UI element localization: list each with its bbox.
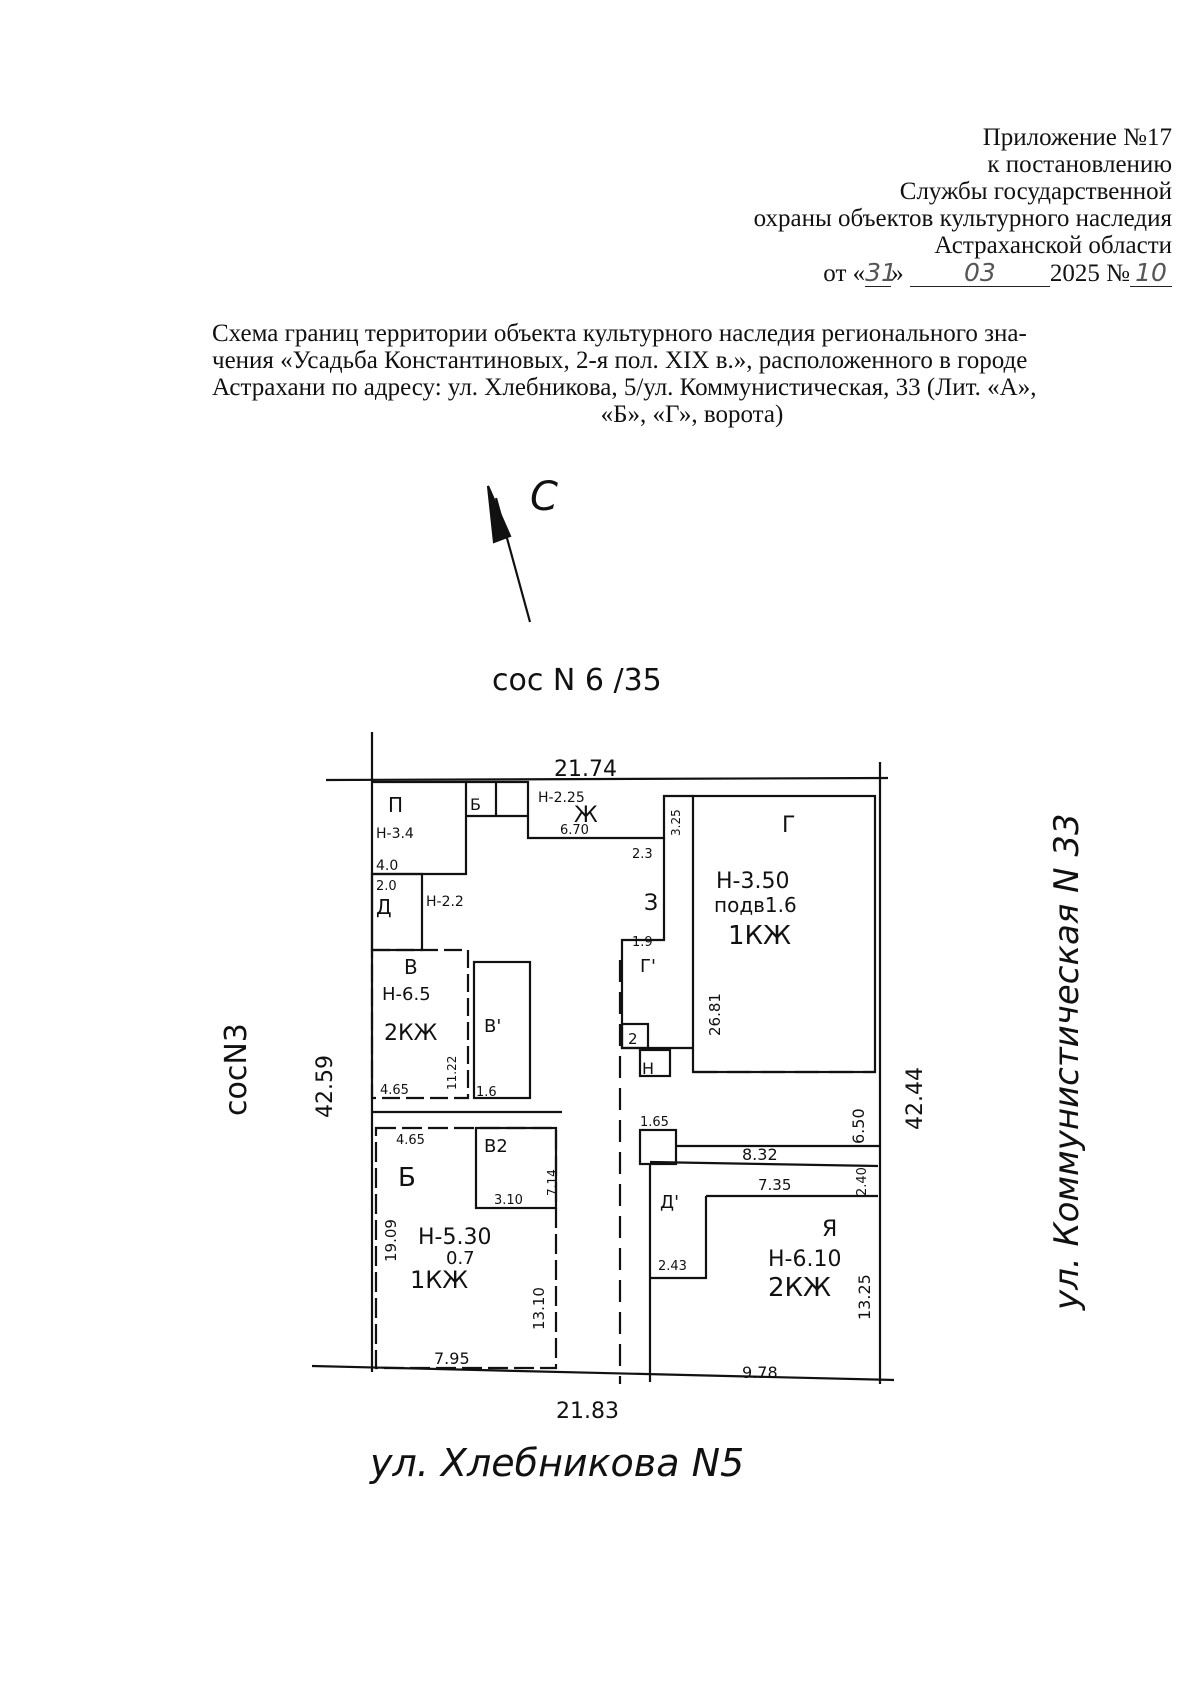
bld-ya-height: Н-6.10 [768,1247,841,1272]
building-b [374,1126,558,1370]
boundary-bottom [311,1364,895,1382]
dim-13-10: 13.10 [530,1287,548,1330]
bld-zh-letter: Ж [574,803,598,828]
document-number: 10 [1130,259,1172,287]
date-mid: » [891,260,904,287]
dim-1-6: 1.6 [476,1085,497,1100]
dim-13-25: 13.25 [855,1274,874,1320]
bld-v-letter: В [404,955,418,979]
dim-4-65b: 4.65 [380,1083,409,1098]
dim-9-78: 9.78 [742,1363,778,1382]
bld-b-height: Н-5.30 [418,1225,491,1250]
dim-2-40: 2.40 [855,1167,870,1196]
dim-6-50: 6.50 [849,1108,868,1144]
bld-b-sub: 0.7 [446,1248,475,1269]
bld-v1-letter: В' [484,1016,501,1037]
bld-ya-letter: Я [822,1217,837,1242]
bld-g-basement: подв1.6 [714,893,797,917]
building-ya-top-outer [649,1160,879,1168]
appendix-number: Приложение №17 [982,124,1172,151]
dim-7-95: 7.95 [434,1349,470,1368]
dim-right: 42.44 [903,1067,928,1130]
dim-2-43: 2.43 [658,1259,687,1274]
dim-left: 42.59 [313,1055,338,1118]
dim-2-0: 2.0 [376,879,397,894]
neighbor-top: соc N 6 /35 [492,663,662,698]
north-arrow-head [486,485,512,544]
building-dp [650,1196,708,1280]
appendix-header: Приложение №17 к постановлению Службы го… [754,124,1172,287]
bld-dp-letter: Д' [660,1192,679,1213]
document-title: Схема границ территории объекта культурн… [212,320,1172,428]
bld-small-2: 2 [628,1030,638,1048]
bld-v-type: 2КЖ [384,1021,438,1046]
building-v [370,948,470,1100]
bld-d-letter: Д [376,895,392,919]
dim-26-81: 26.81 [706,993,724,1036]
appendix-service: Службы государственной [899,178,1172,205]
bld-v2-letter: В2 [484,1136,508,1157]
title-line-4: «Б», «Г», ворота) [600,401,784,428]
building-small-d [638,1128,678,1166]
title-line-1: Схема границ территории объекта культурн… [212,320,1027,347]
date-prefix: от « [823,260,866,287]
dim-3-10: 3.10 [494,1193,523,1208]
building-n [638,1048,672,1078]
title-line-3: Астрахани по адресу: ул. Хлебникова, 5/у… [212,374,1037,401]
appendix-region: Астраханской области [934,232,1172,259]
dim-19-09: 19.09 [382,1219,400,1262]
dim-2-3: 2.3 [632,847,653,862]
boundary-top [325,776,889,782]
building-v1 [472,960,532,1100]
neighbor-left: соcN3 [219,1023,254,1116]
bld-p-height: Н-3.4 [376,826,414,842]
date-year: 2025 № [1049,260,1130,287]
dim-top: 21.74 [554,757,617,782]
dim-8-32: 8.32 [742,1145,778,1164]
date-month: 03 [909,259,1050,287]
street-bottom: ул. Хлебникова N5 [369,1441,744,1485]
dim-7-14: 7.14 [545,1169,559,1196]
dim-11-22: 11.22 [445,1056,459,1090]
bld-g-type: 1КЖ [728,921,791,951]
dim-3-25: 3.25 [669,809,683,836]
bld-b-type: 1КЖ [410,1266,468,1294]
appendix-protection: охраны объектов культурного наследия [753,205,1172,232]
title-line-2: чения «Усадьба Константиновых, 2-я пол. … [212,347,1028,374]
bld-zh-height: Н-2.25 [538,790,585,806]
building-v2 [474,1126,558,1210]
bld-v-height: Н-6.5 [382,984,431,1005]
north-label: С [530,474,558,520]
dim-7-35: 7.35 [758,1176,791,1194]
building-zh [466,780,693,840]
dim-1-65: 1.65 [640,1115,669,1130]
dim-6-70: 6.70 [560,823,589,838]
bld-g-letter: Г [782,813,795,838]
bld-d-height: Н-2.2 [426,894,464,910]
dim-4-65a: 4.65 [396,1133,425,1148]
street-right: ул. Коммунистическая N 33 [1047,813,1087,1311]
bld-b-letter: Б [398,1163,416,1193]
bld-p-letter: П [388,793,403,817]
bld-g-height: Н-3.50 [716,869,789,894]
bld-gp-letter: Г' [640,956,656,977]
building-small-2 [620,1022,650,1050]
dim-4-0: 4.0 [376,858,398,874]
dim-1-9: 1.9 [632,935,653,950]
bld-ya-type: 2КЖ [768,1273,831,1303]
bld-small-b: Б [470,795,481,814]
appendix-resolution: к постановлению [987,151,1172,178]
bld-z-letter: З [644,891,658,916]
dim-bottom: 21.83 [556,1399,619,1424]
bld-n-letter: Н [642,1059,654,1078]
